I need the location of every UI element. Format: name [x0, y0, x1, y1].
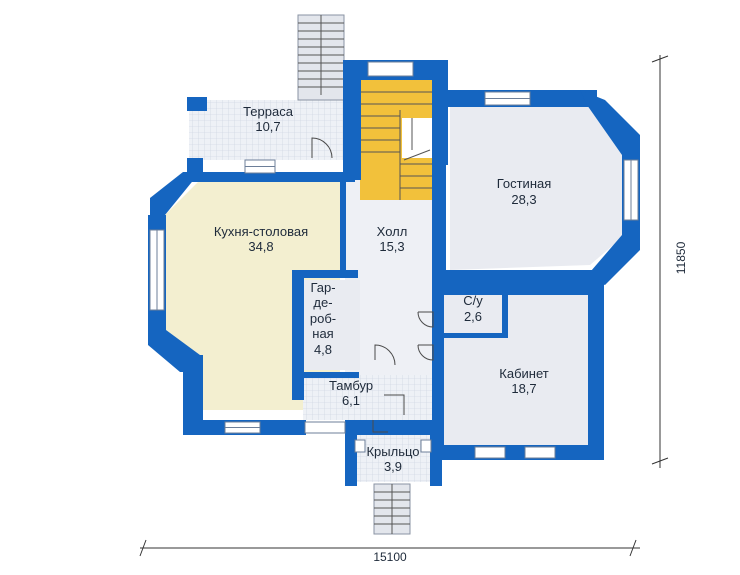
bottom-stairs — [373, 483, 411, 535]
dimension-depth-line — [651, 55, 669, 468]
living-name: Гостиная — [497, 176, 552, 191]
terrace-area: 10,7 — [255, 119, 280, 134]
porch-area: 3,9 — [384, 459, 402, 474]
dimension-width-line — [139, 539, 640, 557]
vestibule-name: Тамбур — [329, 378, 373, 393]
wardrobe-name-line-2: де- — [313, 295, 332, 310]
wardrobe-name-line-4: ная — [312, 326, 333, 341]
dimension-width-label: 15100 — [373, 550, 407, 564]
kitchen-name: Кухня-столовая — [214, 224, 308, 239]
doors — [311, 137, 434, 433]
terrace-floor — [189, 100, 349, 160]
wc-name: С/у — [463, 293, 483, 308]
hall-area: 15,3 — [379, 239, 404, 254]
study-name: Кабинет — [499, 366, 548, 381]
porch-floor — [355, 432, 431, 482]
dimension-depth-label: 11850 — [674, 241, 688, 274]
vestibule-floor — [303, 375, 433, 420]
living-area: 28,3 — [511, 192, 536, 207]
vestibule-area: 6,1 — [342, 393, 360, 408]
kitchen-area: 34,8 — [248, 239, 273, 254]
windows — [149, 61, 639, 459]
study-floor — [440, 295, 590, 445]
top-stairs — [297, 14, 345, 101]
terrace-name: Терраса — [243, 104, 294, 119]
study-area: 18,7 — [511, 381, 536, 396]
wardrobe-name-line-3: роб- — [310, 311, 336, 326]
wc-area: 2,6 — [464, 309, 482, 324]
wardrobe-area: 4,8 — [314, 342, 332, 357]
interior-staircase — [360, 80, 435, 200]
hall-name: Холл — [377, 224, 408, 239]
wardrobe-name-line-1: Гар- — [310, 280, 335, 295]
living-floor — [450, 105, 625, 270]
wardrobe-floor — [300, 280, 360, 370]
porch-name: Крыльцо — [366, 444, 419, 459]
